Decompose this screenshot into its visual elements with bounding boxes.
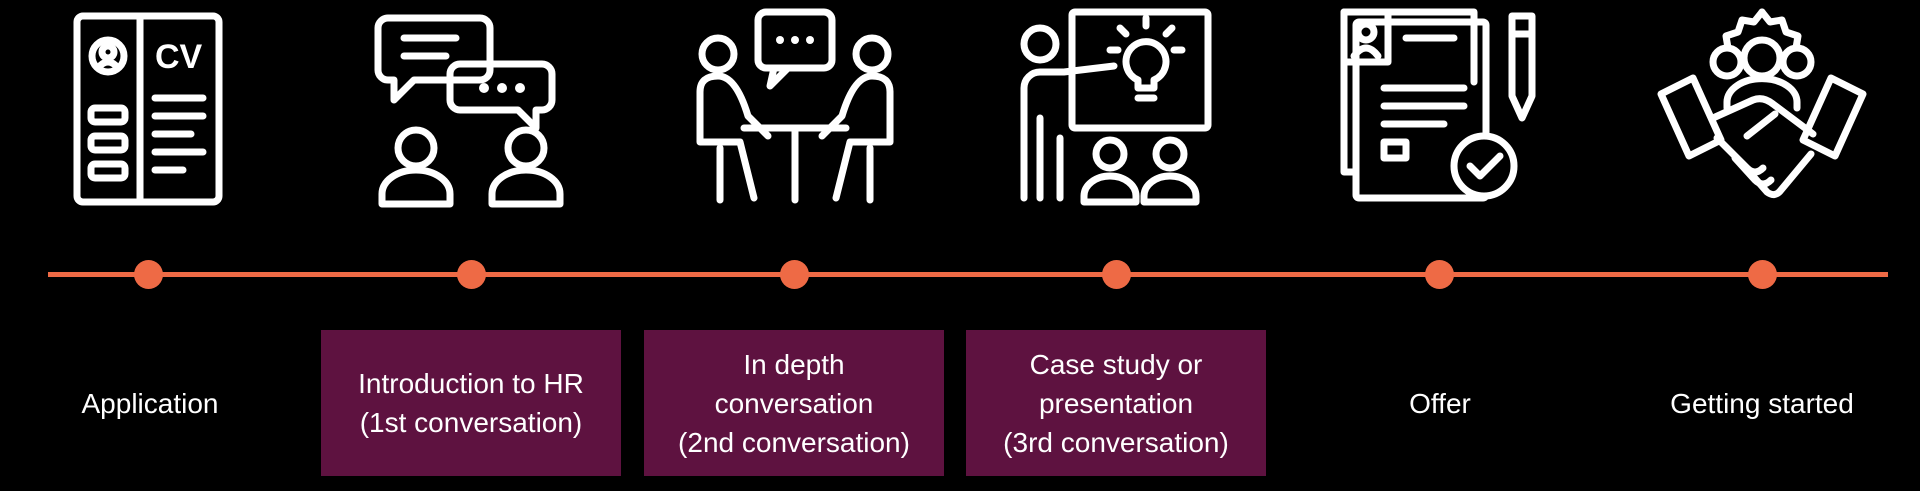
timeline-dot <box>457 260 486 289</box>
presentation-icon <box>1010 8 1220 208</box>
cv-text: CV <box>155 38 203 76</box>
meeting-table-icon <box>690 8 900 208</box>
step-label-application: Application <box>81 387 219 419</box>
step-label-getting-started: Getting started <box>1670 387 1854 419</box>
contract-approved-icon <box>1334 8 1544 208</box>
team-handshake-icon <box>1657 8 1867 208</box>
cv-document-icon: CV <box>43 8 253 208</box>
step-label-offer: Offer <box>1409 387 1471 419</box>
timeline-dot <box>1425 260 1454 289</box>
timeline-dot <box>134 260 163 289</box>
timeline-dot <box>1102 260 1131 289</box>
timeline-dot <box>1748 260 1777 289</box>
step-label-case-study: Case study or presentation (3rd conversa… <box>966 330 1266 476</box>
timeline-dot <box>780 260 809 289</box>
step-label-hr-introduction: Introduction to HR (1st conversation) <box>321 330 621 476</box>
chat-between-people-icon <box>366 8 576 208</box>
step-label-in-depth-conversation: In depth conversation (2nd conversation) <box>644 330 944 476</box>
timeline-line <box>48 272 1888 277</box>
